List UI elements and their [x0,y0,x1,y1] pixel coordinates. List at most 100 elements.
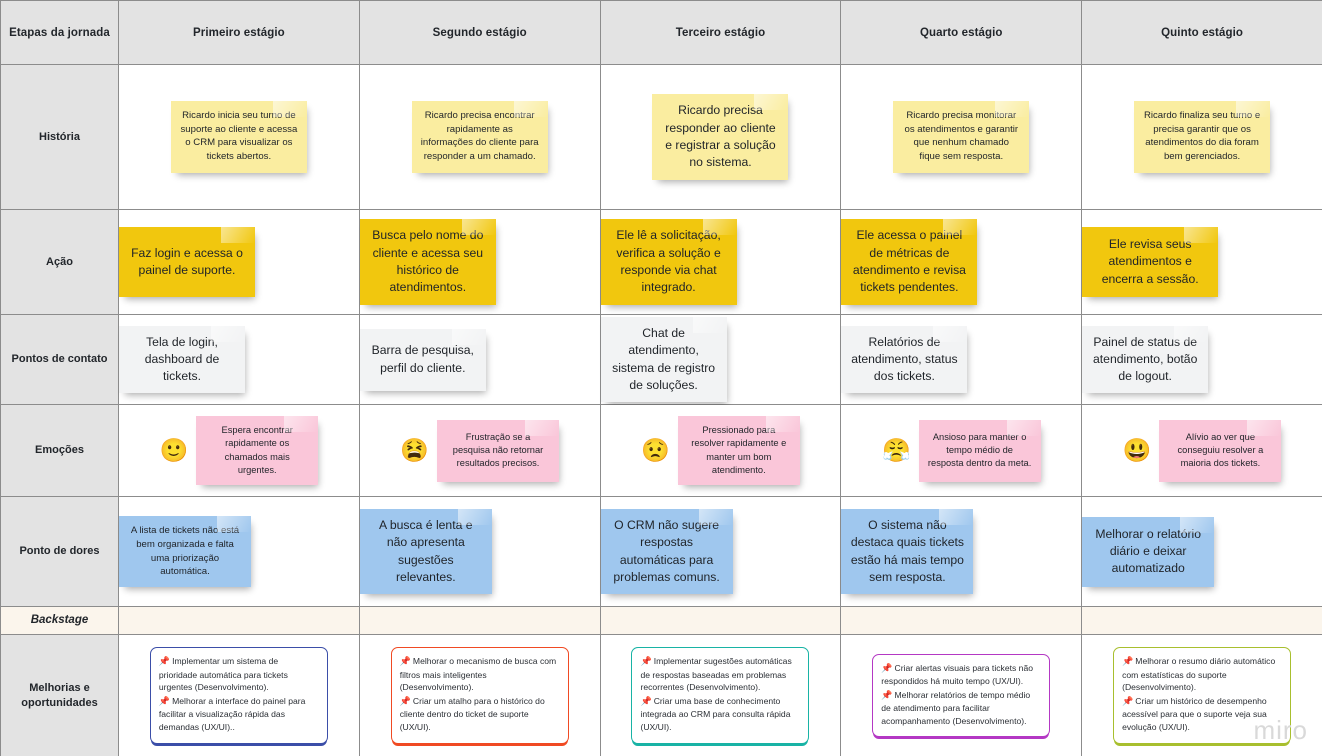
cell-melhorias-4: 📌 Criar alertas visuais para tickets não … [840,634,1083,756]
cell-melhorias-3: 📌Implementar sugestões automáticas de re… [599,634,842,756]
stage-header-1: Primeiro estágio [118,0,360,65]
improvement-item: Melhorar o mecanismo de busca com filtro… [399,656,557,693]
face-with-steam-from-nose-icon: 😤 [881,437,911,463]
cell-acao-4: Ele acessa o painel de métricas de atend… [840,209,1083,315]
pushpin-icon: 📌 [399,656,411,667]
sticky-note[interactable]: A busca é lenta e não apresenta sugestõe… [359,508,492,595]
sticky-note[interactable]: Relatórios de atendimento, status dos ti… [841,325,968,394]
row-label-emocoes: Emoções [0,404,119,497]
row-ponto-de-dores: Ponto de dores A lista de tickets não es… [0,496,1322,607]
row-emocoes: Emoções 🙂 Espera encontrar rapidamente o… [0,404,1322,497]
row-backstage: Backstage [0,606,1322,635]
sticky-note[interactable]: Tela de login, dashboard de tickets. [119,325,245,394]
sticky-note[interactable]: Chat de atendimento, sistema de registro… [600,316,727,403]
improvement-item: Criar uma base de conhecimento integrada… [640,696,791,733]
cell-backstage-4[interactable] [840,606,1083,635]
sticky-note[interactable]: Ricardo finaliza seu turno e precisa gar… [1134,101,1271,173]
improvement-card[interactable]: 📌Melhorar o mecanismo de busca com filtr… [390,647,569,744]
cell-emocoes-2: 😫 Frustração se a pesquisa não retornar … [358,404,601,497]
improvement-item: Implementar sugestões automáticas de res… [640,656,792,693]
stage-header-2: Segundo estágio [358,0,601,65]
sticky-note[interactable]: Espera encontrar rapidamente os chamados… [196,416,319,485]
stage-header-3: Terceiro estágio [599,0,842,65]
sticky-note[interactable]: Frustração se a pesquisa não retornar re… [437,419,560,482]
cell-historia-1: Ricardo inicia seu turno de suporte ao c… [118,64,360,210]
row-label-ponto-de-dores: Ponto de dores [0,496,119,607]
row-label-historia: História [0,64,119,210]
improvement-card[interactable]: 📌Implementar um sistema de prioridade au… [149,647,328,744]
stage-header-4: Quarto estágio [840,0,1083,65]
row-acao: Ação Faz login e acessa o painel de supo… [0,209,1322,315]
pushpin-icon: 📌 [158,696,171,706]
cell-emocoes-5: 😃 Alívio ao ver que conseguiu resolver a… [1081,404,1322,497]
cell-pontos-4: Relatórios de atendimento, status dos ti… [840,314,1083,405]
cell-historia-4: Ricardo precisa monitorar os atendimento… [840,64,1083,210]
row-melhorias-e-oportunidades: Melhorias e oportunidades 📌Implementar u… [0,634,1322,756]
row-pontos-de-contato: Pontos de contato Tela de login, dashboa… [0,314,1322,405]
cell-historia-5: Ricardo finaliza seu turno e precisa gar… [1081,64,1322,210]
sticky-note[interactable]: Ele lê a solicitação, verifica a solução… [600,219,737,305]
pushpin-icon: 📌 [881,689,893,700]
improvement-card[interactable]: 📌 Criar alertas visuais para tickets não … [872,653,1051,738]
row-historia: História Ricardo inicia seu turno de sup… [0,64,1322,210]
sticky-note[interactable]: Ele revisa seus atendimentos e encerra a… [1082,227,1219,297]
improvement-item: Melhorar relatórios de tempo médio de at… [881,689,1031,726]
improvement-item: Criar alertas visuais para tickets não r… [881,662,1034,686]
cell-backstage-2[interactable] [358,606,601,635]
cell-acao-3: Ele lê a solicitação, verifica a solução… [599,209,842,315]
sticky-note[interactable]: Busca pelo nome do cliente e acessa seu … [359,219,496,305]
sticky-note[interactable]: O CRM não sugere respostas automáticas p… [600,508,733,595]
cell-backstage-5[interactable] [1081,606,1322,635]
cell-pontos-2: Barra de pesquisa, perfil do cliente. [358,314,601,405]
cell-acao-2: Busca pelo nome do cliente e acessa seu … [358,209,601,315]
pushpin-icon: 📌 [399,696,411,706]
sticky-note[interactable]: Faz login e acessa o painel de suporte. [119,227,255,297]
row-label-pontos-de-contato: Pontos de contato [0,314,119,405]
cell-dores-1: A lista de tickets não está bem organiza… [118,496,360,607]
cell-emocoes-1: 🙂 Espera encontrar rapidamente os chamad… [118,404,360,497]
improvement-card[interactable]: 📌Implementar sugestões automáticas de re… [631,647,810,744]
sticky-note[interactable]: Ricardo inicia seu turno de suporte ao c… [170,101,307,173]
cell-dores-5: Melhorar o relatório diário e deixar aut… [1081,496,1322,607]
pushpin-icon: 📌 [1122,696,1134,706]
worried-face-icon: 😟 [641,437,670,463]
cell-dores-3: O CRM não sugere respostas automáticas p… [599,496,842,607]
improvement-item: Melhorar o resumo diário automático com … [1122,656,1276,693]
cell-pontos-3: Chat de atendimento, sistema de registro… [599,314,842,405]
sticky-note[interactable]: Ricardo precisa responder ao cliente e r… [652,94,789,180]
cell-historia-3: Ricardo precisa responder ao cliente e r… [599,64,842,210]
sticky-note[interactable]: Melhorar o relatório diário e deixar aut… [1082,516,1215,587]
tired-face-icon: 😫 [400,437,430,463]
cell-melhorias-1: 📌Implementar um sistema de prioridade au… [118,634,360,756]
sticky-note[interactable]: Ele acessa o painel de métricas de atend… [841,219,978,305]
cell-dores-4: O sistema não destaca quais tickets estã… [840,496,1083,607]
sticky-note[interactable]: Painel de status de atendimento, botão d… [1082,325,1209,394]
cell-backstage-3[interactable] [599,606,842,635]
sticky-note[interactable]: Pressionado para resolver rapidamente e … [677,416,800,485]
cell-acao-5: Ele revisa seus atendimentos e encerra a… [1081,209,1322,315]
sticky-note[interactable]: Ricardo precisa monitorar os atendimento… [893,101,1030,173]
cell-backstage-1[interactable] [118,606,360,635]
sticky-note[interactable]: Barra de pesquisa, perfil do cliente. [359,328,486,391]
improvement-item: Melhorar a interface do painel para faci… [158,696,306,733]
improvement-card[interactable]: 📌 Melhorar o resumo diário automático com… [1113,647,1292,744]
improvement-item: Criar um atalho para o histórico do clie… [399,696,545,733]
cell-dores-2: A busca é lenta e não apresenta sugestõe… [358,496,601,607]
cell-pontos-5: Painel de status de atendimento, botão d… [1081,314,1322,405]
sticky-note[interactable]: Ricardo precisa encontrar rapidamente as… [411,101,548,173]
cell-melhorias-5: 📌 Melhorar o resumo diário automático com… [1081,634,1322,756]
improvement-item: Criar um histórico de desempenho acessív… [1122,696,1267,733]
cell-emocoes-4: 😤 Ansioso para manter o tempo médio de r… [840,404,1083,497]
sticky-note[interactable]: A lista de tickets não está bem organiza… [119,516,251,587]
sticky-note[interactable]: Ansioso para manter o tempo médio de res… [918,419,1041,482]
cell-pontos-1: Tela de login, dashboard de tickets. [118,314,360,405]
cell-historia-2: Ricardo precisa encontrar rapidamente as… [358,64,601,210]
cell-melhorias-2: 📌Melhorar o mecanismo de busca com filtr… [358,634,601,756]
sticky-note[interactable]: O sistema não destaca quais tickets estã… [841,508,974,595]
pushpin-icon: 📌 [640,656,652,667]
slightly-smiling-face-icon: 🙂 [159,437,189,463]
cell-emocoes-3: 😟 Pressionado para resolver rapidamente … [599,404,842,497]
sticky-note[interactable]: Alívio ao ver que conseguiu resolver a m… [1159,419,1282,482]
